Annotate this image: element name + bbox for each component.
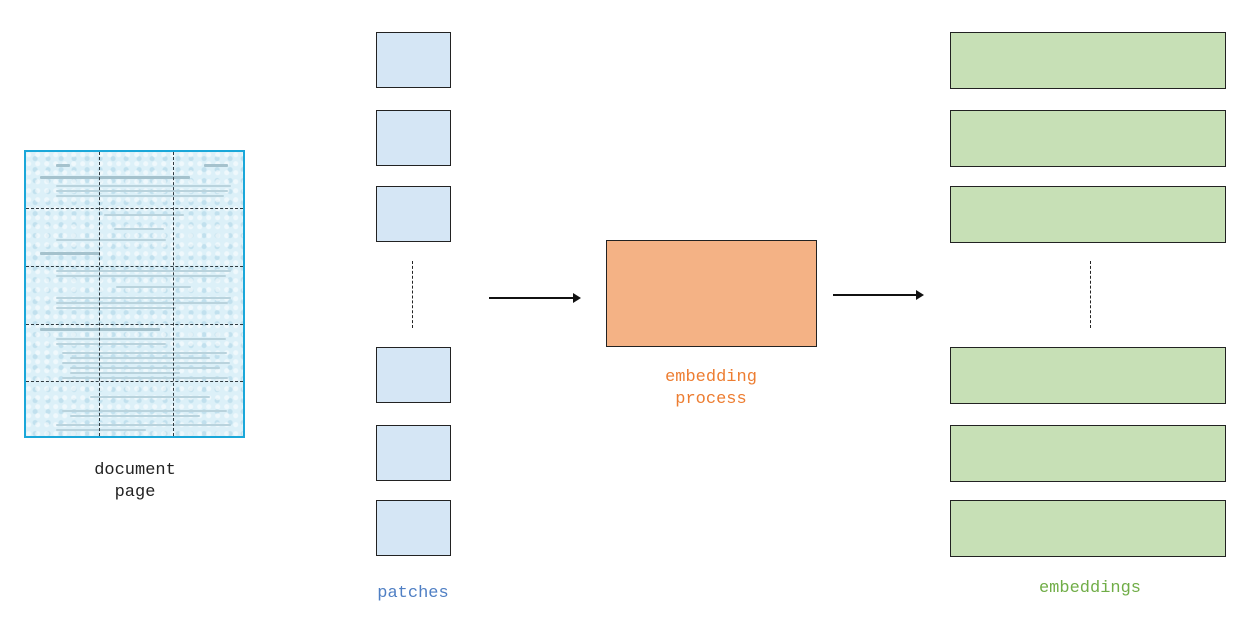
doc-text-line <box>204 164 228 167</box>
embedding-box <box>950 500 1226 557</box>
patch-box <box>376 32 451 88</box>
doc-text-line <box>56 338 226 340</box>
doc-text-line <box>62 410 227 412</box>
doc-text-line <box>70 357 210 359</box>
doc-text-line <box>114 228 164 230</box>
doc-text-line <box>56 195 224 197</box>
patch-grid-line <box>26 208 243 209</box>
doc-text-line <box>70 372 180 374</box>
patch-box <box>376 110 451 166</box>
embeddings-label: embeddings <box>1038 579 1142 598</box>
patch-grid-line <box>173 152 174 436</box>
embedding-process-label: embedding process <box>665 368 757 409</box>
document-page-label: document page <box>94 461 176 502</box>
doc-text-line <box>56 302 228 304</box>
arrow-to-embeddings <box>833 290 924 300</box>
doc-text-line <box>40 328 160 331</box>
embedding-box <box>950 347 1226 404</box>
embedding-box <box>950 110 1226 167</box>
embedding-process-box <box>606 240 817 347</box>
doc-text-line <box>56 164 70 167</box>
patch-box <box>376 186 451 242</box>
embedding-box <box>950 32 1226 89</box>
doc-text-line <box>62 377 228 379</box>
doc-text-line <box>62 362 230 364</box>
doc-text-line <box>70 415 200 417</box>
patches-ellipsis-dash <box>412 261 413 328</box>
embedding-box <box>950 425 1226 482</box>
patches-label: patches <box>377 584 449 603</box>
doc-text-line <box>56 270 231 272</box>
doc-text-line <box>56 343 166 345</box>
doc-text-line <box>56 429 146 431</box>
doc-text-line <box>56 275 226 277</box>
patch-box <box>376 347 451 403</box>
doc-text-line <box>62 352 227 354</box>
patch-grid-line <box>26 266 243 267</box>
doc-text-line <box>56 307 176 309</box>
doc-text-line <box>56 239 166 241</box>
doc-text-line <box>104 214 184 216</box>
doc-text-line <box>90 396 210 398</box>
doc-text-line <box>116 286 191 288</box>
patch-box <box>376 425 451 481</box>
patch-grid-line <box>99 152 100 436</box>
embeddings-ellipsis-dash <box>1090 261 1091 328</box>
arrow-to-process <box>489 293 581 303</box>
doc-text-line <box>56 297 231 299</box>
doc-text-line <box>56 190 228 192</box>
doc-text-line <box>40 252 100 255</box>
doc-text-line <box>40 176 190 179</box>
patch-box <box>376 500 451 556</box>
patch-grid-line <box>26 324 243 325</box>
doc-text-line <box>70 367 220 369</box>
embedding-box <box>950 186 1226 243</box>
doc-text-line <box>56 424 231 426</box>
doc-text-line <box>56 185 231 187</box>
document-page <box>24 150 245 438</box>
patch-grid-line <box>26 381 243 382</box>
